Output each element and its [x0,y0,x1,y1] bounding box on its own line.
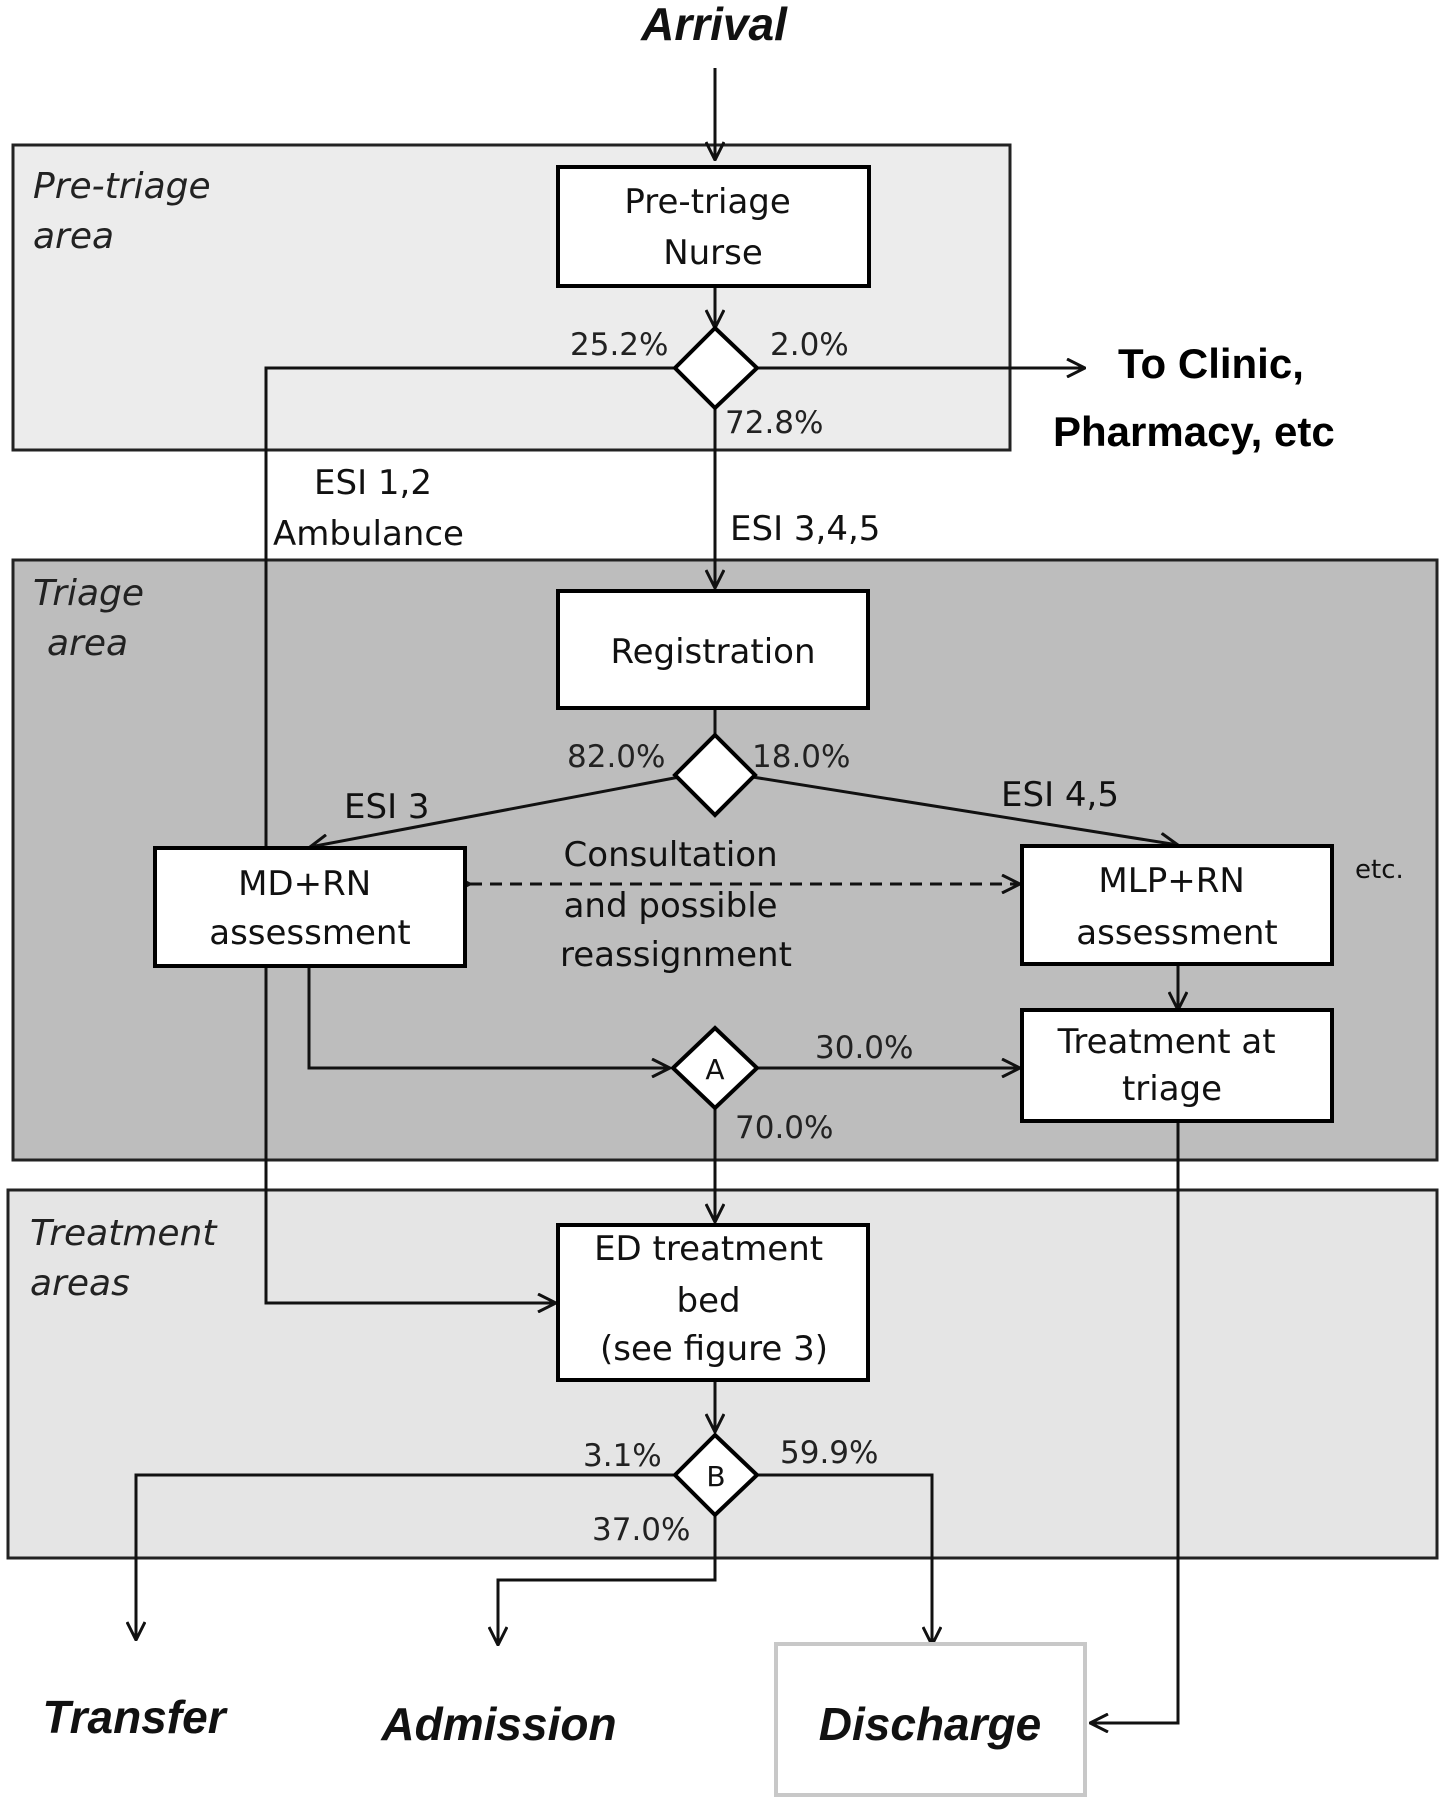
esi3-arrow [310,773,691,847]
transfer-line [136,1473,675,1640]
arrival-label: Arrival [640,0,788,50]
pct-registration-right: 18.0% [752,739,850,775]
esi3-label: ESI 3 [344,787,430,827]
pct-decision-a-right: 30.0% [815,1030,913,1066]
discharge-line [757,1473,932,1645]
pretriage-nurse-box [556,165,871,288]
ed-treatment-bed-box [556,1223,870,1382]
decision-a-label: A [705,1053,724,1086]
admission-line [498,1515,717,1645]
esi12-bypass-line [264,366,675,1303]
registration-decision-diamond [672,732,758,818]
consultation-label: Consultation and possible reassignment [560,835,792,975]
treatment-area-label: Treatment areas [30,1213,228,1304]
admission-label: Admission [380,1698,616,1750]
treatment-at-triage-box [1020,1008,1334,1123]
triage-area-label: Triage area [33,573,156,664]
md-rn-label: MD+RN assessment [209,864,411,953]
registration-label: Registration [610,632,815,672]
pretriage-decision-diamond [672,325,760,411]
pct-decision-a-down: 70.0% [735,1110,833,1146]
discharge-box [774,1642,1087,1797]
decision-b-label: B [706,1460,725,1493]
pct-pretriage-right: 2.0% [770,327,849,363]
mlp-rn-box [1020,844,1334,966]
pct-decision-b-right: 59.9% [780,1435,878,1471]
decision-b-diamond [672,1432,760,1518]
discharge-label: Discharge [819,1698,1041,1750]
to-clinic-label: To Clinic, Pharmacy, etc [1053,340,1335,455]
esi345-label: ESI 3,4,5 [730,509,880,549]
transfer-label: Transfer [42,1691,227,1743]
ed-treatment-bed-label: ED treatment bed (see figure 3) [594,1229,834,1369]
pretriage-area-label: Pre-triage area [33,166,222,257]
md-to-decision-a-line [307,968,670,1068]
pct-registration-left: 82.0% [567,739,665,775]
pretriage-nurse-label: Pre-triage Nurse [624,182,801,273]
esi12-ambulance-label: ESI 1,2 Ambulance [273,463,464,554]
md-rn-box [153,846,467,968]
etc-label: etc. [1355,855,1404,885]
esi45-arrow [739,773,1178,845]
pct-decision-b-down: 37.0% [592,1512,690,1548]
decision-a-diamond [670,1025,760,1111]
treatment-to-discharge-line [1090,1123,1180,1723]
esi45-label: ESI 4,5 [1001,775,1119,815]
mlp-rn-label: MLP+RN assessment [1076,861,1278,953]
treatment-at-triage-label: Treatment at triage [1057,1022,1287,1109]
registration-box [556,589,870,710]
pct-pretriage-left: 25.2% [570,327,668,363]
pct-decision-b-left: 3.1% [583,1438,662,1474]
pct-pretriage-down: 72.8% [725,405,823,441]
